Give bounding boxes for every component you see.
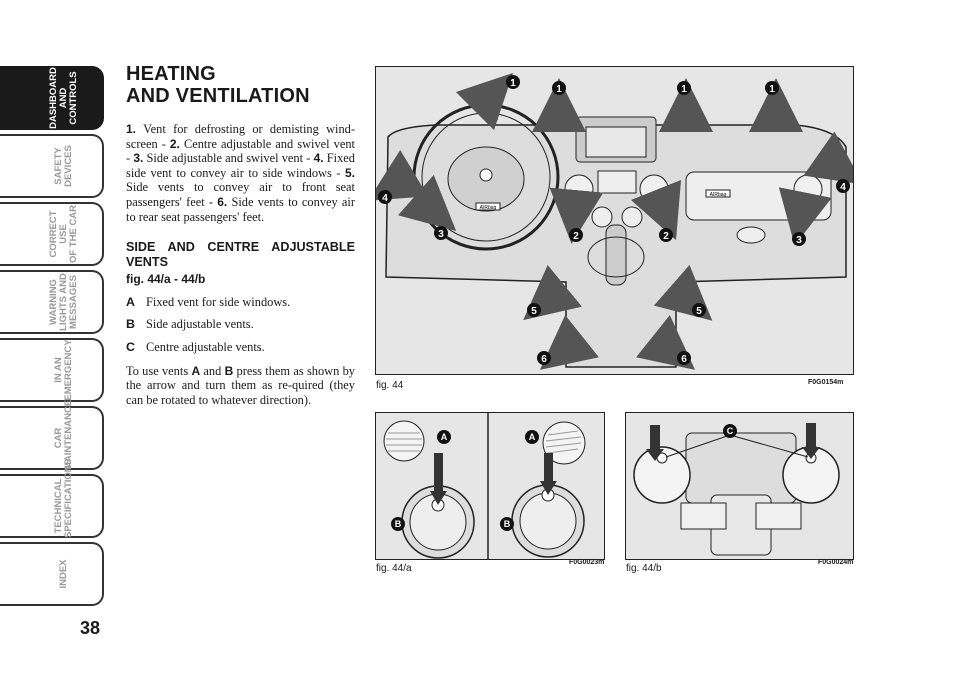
- callout-5: 5: [531, 306, 537, 317]
- legend-key: A: [126, 294, 135, 309]
- vent-text: Vent for defrosting or demisting wind-sc…: [126, 122, 355, 151]
- legend-item-c: C Centre adjustable vents.: [126, 340, 355, 355]
- callout-4: 4: [840, 182, 846, 193]
- para-text: To use vents: [126, 363, 192, 378]
- legend-text: Fixed vent for side windows.: [146, 294, 291, 309]
- callout-1: 1: [556, 84, 562, 95]
- airflow-arrows: [367, 72, 864, 370]
- tab-emergency[interactable]: IN AN EMERGENCY: [0, 338, 104, 402]
- vent-text: Centre adjustable and swivel vent -: [126, 136, 355, 166]
- para-key: B: [224, 363, 234, 378]
- callout-6: 6: [681, 354, 687, 365]
- figure-44-caption: fig. 44: [376, 380, 404, 391]
- para-text: and: [200, 363, 225, 378]
- callout-1: 1: [681, 84, 687, 95]
- gear-lever: [605, 224, 627, 286]
- legend-text: Side adjustable vents.: [146, 317, 254, 332]
- para-key: A: [191, 363, 201, 378]
- legend-text: Centre adjustable vents.: [146, 339, 265, 354]
- legend-item-b: B Side adjustable vents.: [126, 317, 355, 332]
- vent-number: 2.: [169, 136, 180, 151]
- tab-safety-devices[interactable]: SAFETY DEVICES: [0, 134, 104, 198]
- airbag-label-passenger: AIRbag: [710, 192, 727, 198]
- callout-3: 3: [796, 235, 802, 246]
- title-line-1: HEATING: [126, 63, 216, 85]
- figure-44-dashboard: AIRbag AIRbag: [367, 66, 864, 375]
- vent-text: Side adjustable and swivel vent -: [143, 151, 314, 166]
- vent-number: 3.: [133, 151, 144, 166]
- figure-44-code: F0G0154m: [808, 379, 844, 386]
- tab-car-maintenance[interactable]: CAR MAINTENANCE: [0, 400, 104, 470]
- tab-correct-use[interactable]: CORRECT USE OF THE CAR: [0, 202, 104, 266]
- vent-text: Side vents to convey air to front seat p…: [126, 180, 355, 209]
- para-text: press them as shown by the arrow and tur…: [126, 363, 355, 407]
- label-a: A: [441, 432, 448, 442]
- vent-number: 6.: [217, 194, 228, 209]
- legend-item-a: A Fixed vent for side windows.: [126, 295, 355, 310]
- callout-1: 1: [769, 84, 775, 95]
- side-vents-illustration: A A B B: [383, 413, 586, 559]
- callout-6: 6: [541, 354, 547, 365]
- tab-warning-lights[interactable]: WARNING LIGHTS AND MESSAGES: [0, 270, 104, 334]
- label-b: B: [395, 519, 402, 529]
- callout-4: 4: [382, 193, 388, 204]
- page-number: 38: [80, 618, 101, 638]
- body-text: 1. Vent for defrosting or demisting wind…: [126, 122, 355, 407]
- tab-label: SAFETY DEVICES: [53, 145, 74, 187]
- figure-44b-code: F0G0024m: [818, 559, 854, 566]
- tab-dashboard-and-controls[interactable]: DASHBOARD AND CONTROLS: [0, 66, 104, 130]
- vent-number: 1.: [126, 122, 137, 136]
- tab-technical-specs[interactable]: TECHNICAL SPECIFICATIONS: [0, 459, 104, 538]
- figure-44a-caption: fig. 44/a: [376, 563, 412, 574]
- tab-label: DASHBOARD AND CONTROLS: [48, 67, 79, 129]
- centre-vents-illustration: C: [633, 423, 840, 556]
- figure-44b-centre-vents: C: [625, 412, 854, 560]
- legend-key: B: [126, 317, 135, 332]
- figure-44a-code: F0G0023m: [569, 559, 605, 566]
- vent-number: 4.: [313, 151, 324, 166]
- vent-text: Fixed side vent to convey air to side wi…: [126, 151, 355, 180]
- callout-1: 1: [510, 78, 516, 89]
- vent-text: Side vents to convey air to rear seat pa…: [126, 194, 355, 224]
- airbag-label-wheel: AIRbag: [480, 205, 497, 211]
- right-side-vent: [793, 174, 823, 204]
- title-line-2: AND VENTILATION: [126, 85, 310, 107]
- legend-key: C: [126, 339, 135, 354]
- subheading-figure-ref: fig. 44/a - 44/b: [126, 272, 206, 287]
- instruction-paragraph: To use vents A and B press them as shown…: [126, 364, 355, 408]
- figure-44b-caption: fig. 44/b: [626, 563, 662, 574]
- callout-5: 5: [696, 306, 702, 317]
- subheading: SIDE AND CENTRE ADJUSTABLE VENTS: [126, 240, 355, 270]
- dashboard-illustration: AIRbag AIRbag: [367, 72, 864, 370]
- label-c: C: [727, 426, 734, 436]
- callout-2: 2: [663, 231, 669, 242]
- tab-label: CORRECT USE OF THE CAR: [48, 204, 79, 264]
- tab-label: WARNING LIGHTS AND MESSAGES: [48, 273, 79, 331]
- page-title: HEATING AND VENTILATION: [126, 63, 310, 107]
- tab-index[interactable]: INDEX: [0, 542, 104, 606]
- label-a: A: [529, 432, 536, 442]
- figure-44a-side-vents: A A B B: [375, 412, 605, 560]
- tab-label: INDEX: [58, 559, 69, 589]
- tab-label: IN AN EMERGENCY: [53, 339, 74, 401]
- callout-2: 2: [573, 231, 579, 242]
- label-b: B: [504, 519, 511, 529]
- vent-list: 1. Vent for defrosting or demisting wind…: [126, 122, 355, 224]
- tab-label: TECHNICAL SPECIFICATIONS: [53, 459, 74, 538]
- callout-3: 3: [438, 229, 444, 240]
- vent-number: 5.: [344, 165, 355, 180]
